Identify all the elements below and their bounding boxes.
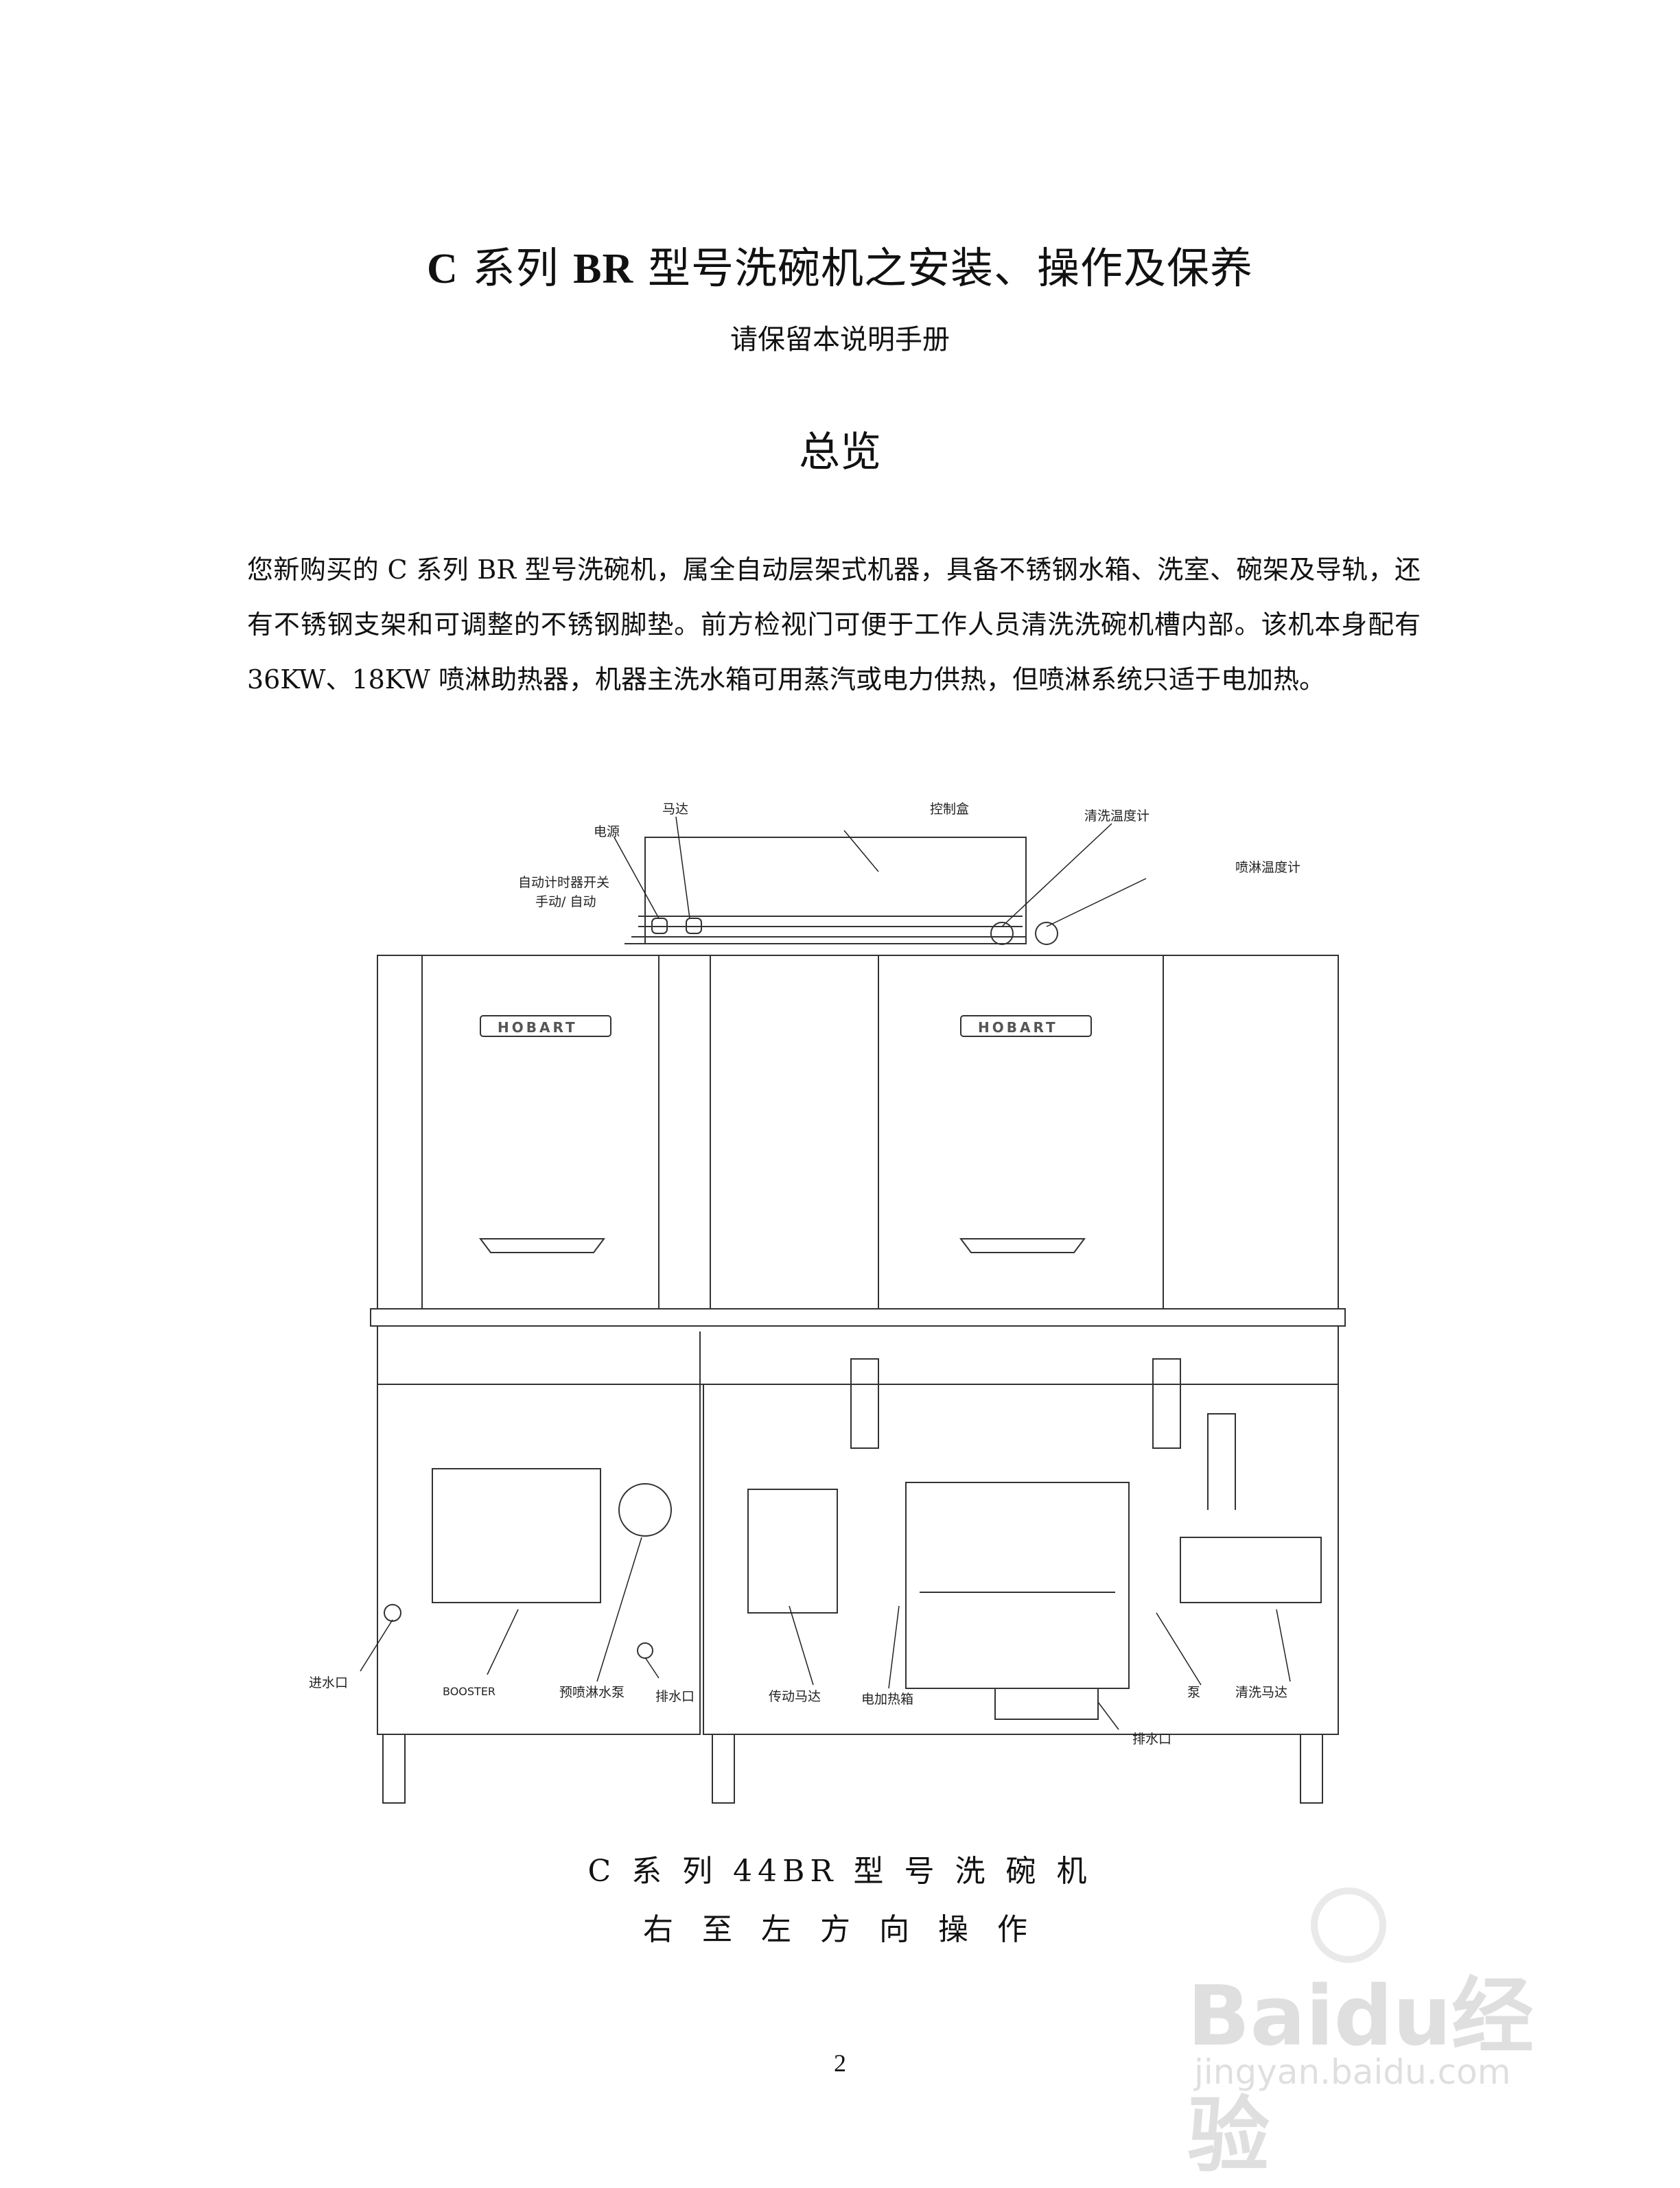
label-prerinse-pump: 预喷淋水泵 — [559, 1685, 625, 1700]
label-control-box: 控制盒 — [930, 802, 969, 817]
label-auto-timer: 自动计时器开关 — [518, 875, 609, 890]
hobart-logo-left — [480, 1015, 611, 1037]
section-heading: 总览 — [799, 428, 881, 476]
hobart-brand-left: HOBART — [498, 1019, 578, 1036]
label-rinse-temp: 喷淋温度计 — [1235, 860, 1300, 875]
booster-box — [432, 1468, 601, 1603]
title-rest: 型号洗碗机之安装、操作及保养 — [633, 243, 1254, 293]
prerinse-pump-icon — [618, 1483, 672, 1537]
label-wash-motor: 清洗马达 — [1235, 1685, 1287, 1700]
label-pump: 泵 — [1187, 1685, 1200, 1700]
wash-thermometer-icon — [990, 922, 1014, 945]
baidu-watermark: Baidu经验 jingyan.baidu.com — [1167, 1887, 1578, 2184]
dishwasher-diagram: 马达 电源 自动计时器开关 手动/ 自动 控制盒 清洗温度计 喷淋温度计 HOB… — [302, 796, 1400, 1812]
water-inlet-icon — [384, 1604, 401, 1622]
page-number: 2 — [834, 2049, 846, 2077]
control-box-shape — [644, 837, 1027, 944]
rinse-thermometer-icon — [1035, 922, 1058, 945]
title-prefix: C — [426, 246, 458, 292]
label-booster: BOOSTER — [443, 1685, 495, 1698]
title-model: BR — [573, 246, 634, 292]
drive-motor-box — [747, 1489, 838, 1614]
power-switch-icon — [651, 918, 668, 934]
figure-caption-direction: 右 至 左 方 向 操 作 — [643, 1912, 1037, 1947]
label-drain-right: 排水口 — [1132, 1732, 1171, 1747]
auto-switch-icon — [686, 918, 702, 934]
label-drain-left: 排水口 — [655, 1689, 695, 1704]
door-handle-left — [479, 1238, 605, 1253]
overview-paragraph: 您新购买的 C 系列 BR 型号洗碗机，属全自动层架式机器，具备不锈钢水箱、洗室… — [247, 555, 1421, 695]
label-manual-auto: 手动/ 自动 — [535, 894, 596, 909]
title-mid: 系列 — [458, 243, 574, 293]
label-wash-temp: 清洗温度计 — [1084, 808, 1150, 824]
heater-box — [905, 1482, 1130, 1689]
hobart-logo-right — [960, 1015, 1092, 1037]
document-subtitle: 请保留本说明手册 — [730, 324, 950, 356]
label-heater-box: 电加热箱 — [861, 1692, 913, 1707]
drain-left-icon — [637, 1642, 653, 1659]
label-motor: 马达 — [662, 802, 688, 817]
document-title: C 系列 BR 型号洗碗机之安装、操作及保养 — [0, 233, 1680, 295]
label-power: 电源 — [594, 824, 620, 839]
door-handle-right — [959, 1238, 1086, 1253]
dishwasher-drawing: 马达 电源 自动计时器开关 手动/ 自动 控制盒 清洗温度计 喷淋温度计 HOB… — [309, 802, 1346, 1804]
figure-caption-model: C 系 列 44BR 型 号 洗 碗 机 — [587, 1854, 1093, 1889]
hobart-brand-right: HOBART — [978, 1019, 1058, 1036]
label-water-inlet: 进水口 — [309, 1675, 348, 1690]
label-drive-motor: 传动马达 — [769, 1689, 821, 1704]
